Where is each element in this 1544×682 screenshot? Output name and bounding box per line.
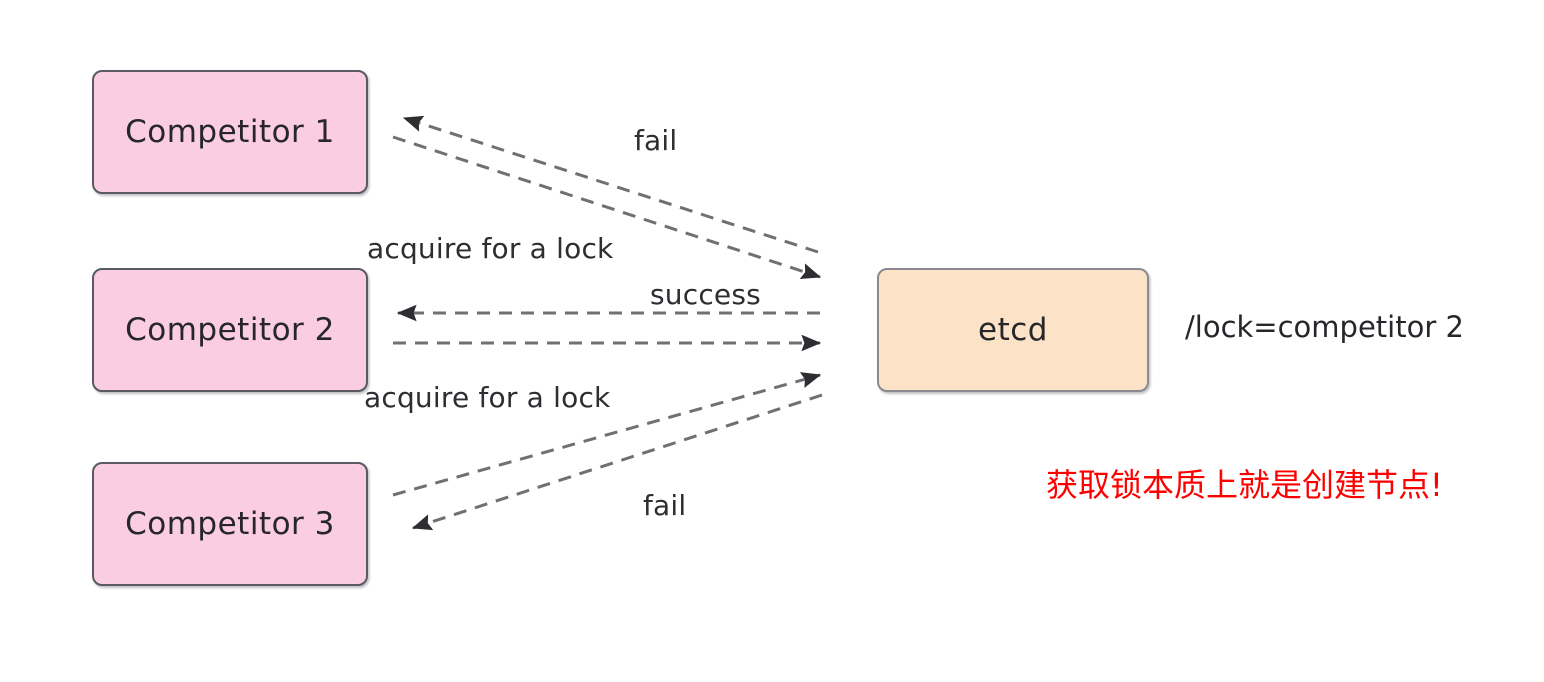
- node-competitor-3[interactable]: Competitor 3: [92, 462, 368, 586]
- edge-label-fail-top: fail: [634, 124, 678, 157]
- node-competitor-2[interactable]: Competitor 2: [92, 268, 368, 392]
- edge-etcd-to-c3: [411, 393, 823, 531]
- edge-label-success: success: [650, 278, 761, 311]
- annotation-red-note: 获取锁本质上就是创建节点!: [1046, 466, 1443, 504]
- node-etcd[interactable]: etcd: [877, 268, 1149, 392]
- annotation-lock-value: /lock=competitor 2: [1185, 310, 1464, 344]
- edge-label-acquire-top: acquire for a lock: [367, 232, 614, 265]
- edge-label-fail-bottom: fail: [643, 489, 687, 522]
- edge-label-acquire-bottom: acquire for a lock: [364, 381, 611, 414]
- node-competitor-2-label: Competitor 2: [125, 312, 335, 348]
- node-etcd-label: etcd: [978, 312, 1048, 348]
- node-competitor-1[interactable]: Competitor 1: [92, 70, 368, 194]
- node-competitor-3-label: Competitor 3: [125, 506, 335, 542]
- node-competitor-1-label: Competitor 1: [125, 114, 335, 150]
